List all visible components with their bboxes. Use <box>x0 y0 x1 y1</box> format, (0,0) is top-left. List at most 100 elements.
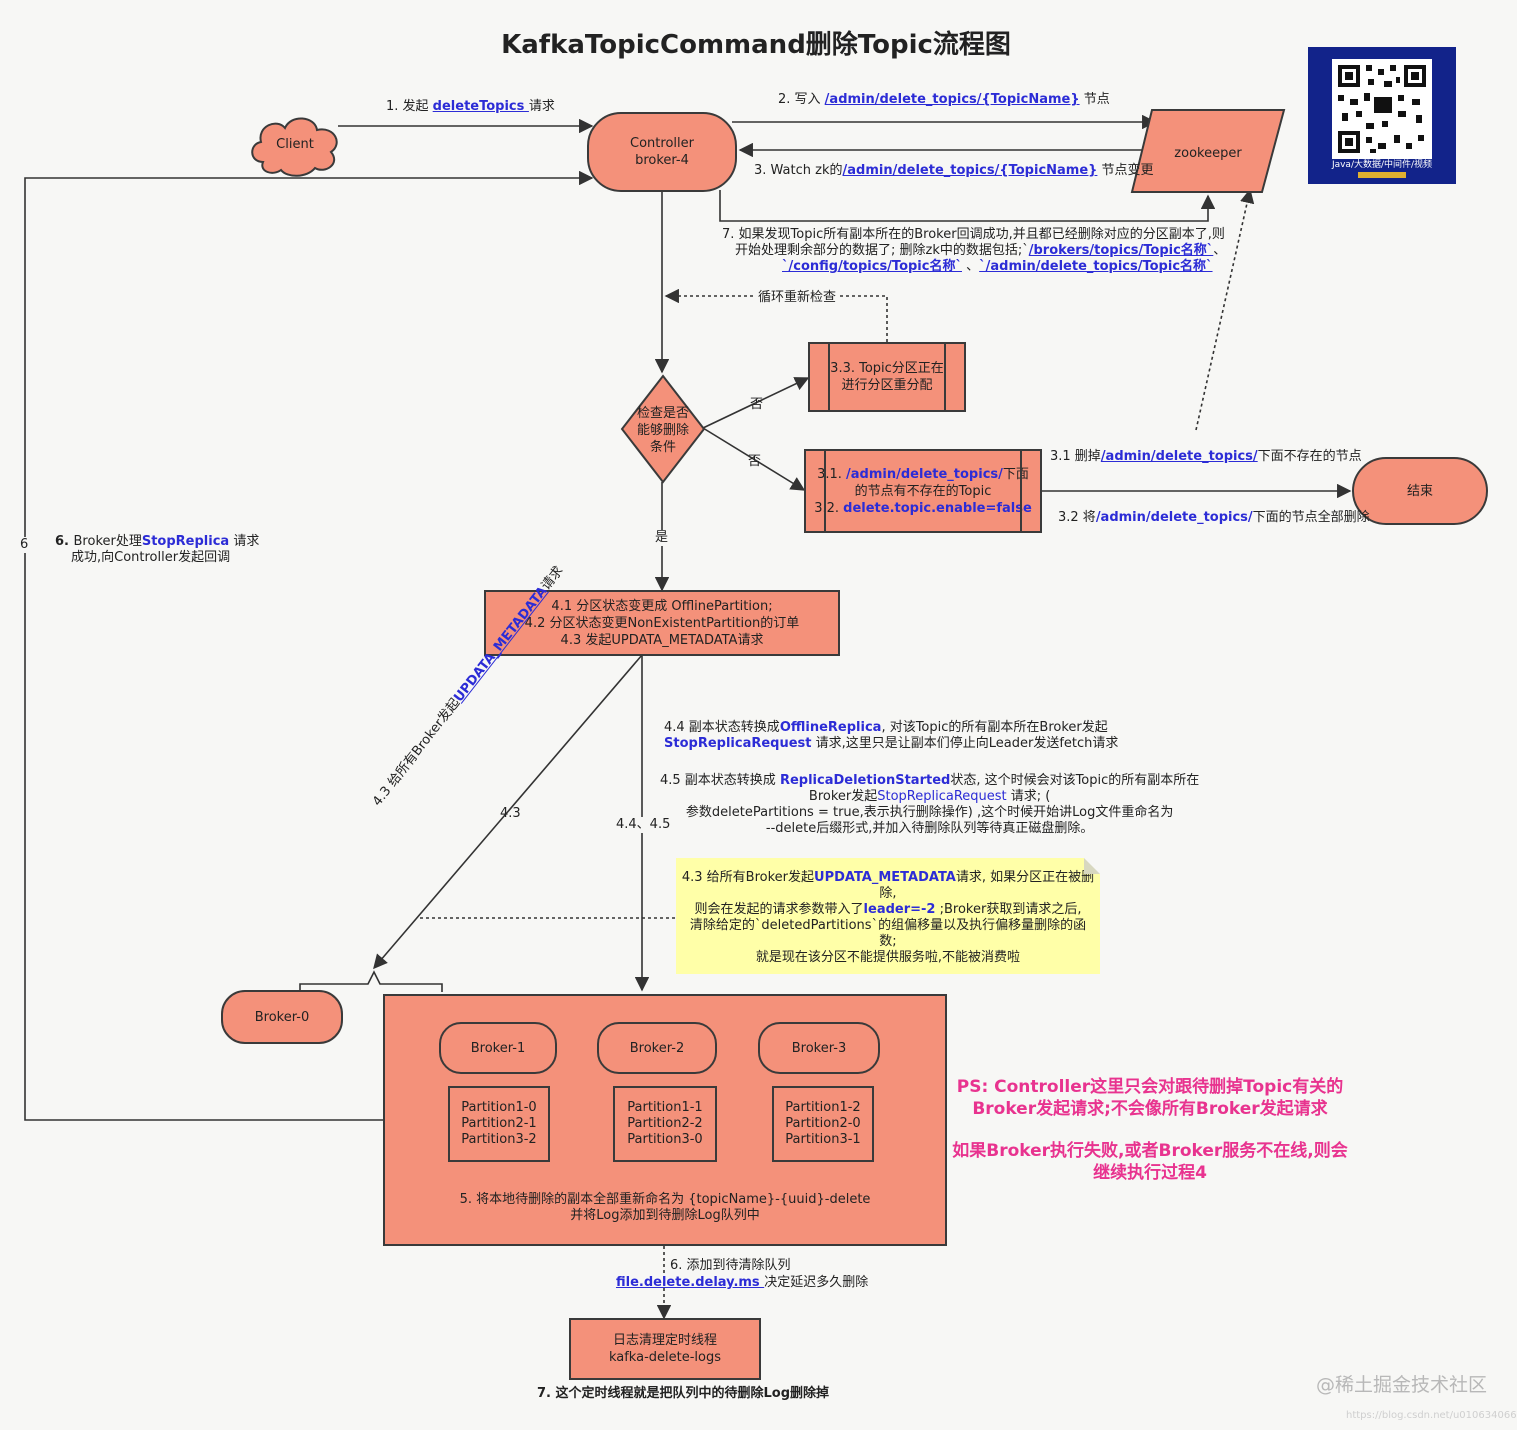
step3-label: 3. Watch zk的/admin/delete_topics/{TopicN… <box>754 163 1154 178</box>
loop-label: 循环重新检查 <box>756 290 839 306</box>
client-cloud-icon <box>251 117 338 177</box>
step6-queue-line-1: 6. 添加到待清除队列 <box>670 1258 791 1273</box>
partition-item: Partition1-1 <box>627 1100 703 1115</box>
noexist-node: 3.1. /admin/delete_topics/下面 的节点有不存在的Top… <box>804 449 1042 533</box>
source-url: https://blog.csdn.net/u010634066 <box>1346 1410 1517 1421</box>
no-label-1: 否 <box>750 397 764 412</box>
step6-queue-label: 6. 添加到待清除队列 file.delete.delay.ms 决定延迟多久删… <box>616 1257 868 1291</box>
reassign-line-2: 进行分区重分配 <box>841 378 933 393</box>
partition-item: Partition3-2 <box>461 1132 537 1147</box>
check-label: 检查是否 能够删除 条件 <box>620 405 706 456</box>
note-line-3: 则会在发起的请求参数带入了leader=-2 ;Broker获取到请求之后, <box>694 902 1082 917</box>
step31-label: 3.1 删掉/admin/delete_topics/下面不存在的节点 <box>1050 449 1362 464</box>
controller-node: Controller broker-4 <box>587 112 737 192</box>
step6-line-2: 成功,向Controller发起回调 <box>71 550 231 565</box>
step2-label: 2. 写入 /admin/delete_topics/{TopicName} 节… <box>778 92 1110 107</box>
broker-2-partitions: Partition1-1 Partition2-2 Partition3-0 <box>613 1086 717 1162</box>
partition-item: Partition2-1 <box>461 1116 537 1131</box>
step44-line-1: 4.4 副本状态转换成OfflineReplica, 对该Topic的所有副本所… <box>664 720 1108 735</box>
watermark: @稀土掘金技术社区 <box>1316 1374 1488 1396</box>
cleaner-line-1: 日志清理定时线程 <box>612 1333 717 1348</box>
controller-line-1: Controller <box>630 136 694 151</box>
ps-note: PS: Controller这里只会对跟待删掉Topic有关的 Broker发起… <box>950 1076 1350 1184</box>
rename-line-2: 并将Log添加到待删除Log队列中 <box>570 1208 760 1223</box>
note-line-6: 就是现在该分区不能提供服务啦,不能被消费啦 <box>755 950 1021 965</box>
ps-line-3: 如果Broker执行失败,或者Broker服务不在线,则会 <box>952 1141 1348 1161</box>
step7-line-2: 开始处理剩余部分的数据了; 删除zk中的数据包括;`/brokers/topic… <box>735 243 1227 258</box>
broker-3-node: Broker-3 <box>758 1022 880 1074</box>
partition-item: Partition3-1 <box>785 1132 861 1147</box>
check-line-2: 能够删除 <box>636 423 689 438</box>
broker-3-partitions: Partition1-2 Partition2-0 Partition3-1 <box>772 1086 874 1162</box>
broker-1-partitions: Partition1-0 Partition2-1 Partition3-2 <box>448 1086 550 1162</box>
broker-1-node: Broker-1 <box>439 1022 557 1074</box>
step6-queue-line-2: file.delete.delay.ms 决定延迟多久删除 <box>616 1275 869 1290</box>
page-title: KafkaTopicCommand删除Topic流程图 <box>501 30 1011 60</box>
reassign-node: 3.3. Topic分区正在 进行分区重分配 <box>808 342 966 412</box>
label-4-3: 4.3 <box>500 806 521 821</box>
note-fold-icon <box>1084 858 1100 874</box>
cleaner-line-2: kafka-delete-logs <box>608 1350 722 1365</box>
broker-2-node: Broker-2 <box>597 1022 717 1074</box>
step45-label: 4.5 副本状态转换成 ReplicaDeletionStarted状态, 这个… <box>660 773 1199 837</box>
six-label: 6 <box>20 537 29 553</box>
step45-line-2: Broker发起StopReplicaRequest 请求; ( <box>808 789 1051 804</box>
step44-line-2: StopReplicaRequest 请求,这里只是让副本们停止向Leader发… <box>664 736 1119 751</box>
reassign-inner-border <box>828 344 946 410</box>
check-line-1: 检查是否 <box>636 406 689 421</box>
offline-partition-node: 4.1 分区状态变更成 OfflinePartition; 4.2 分区状态变更… <box>484 590 840 656</box>
step7-line-3: `/config/topics/Topic名称` 、`/admin/delete… <box>782 259 1213 274</box>
note-line-2: 除, <box>879 886 897 901</box>
partition-item: Partition2-0 <box>785 1116 861 1131</box>
step44-label: 4.4 副本状态转换成OfflineReplica, 对该Topic的所有副本所… <box>664 720 1118 752</box>
qr-code: Java/大数据/中间件/视频 <box>1308 47 1456 184</box>
rename-line-1: 5. 将本地待删除的副本全部重新命名为 {topicName}-{uuid}-d… <box>459 1192 871 1207</box>
noexist-line-1: 3.1. /admin/delete_topics/下面 <box>817 466 1029 482</box>
note-line-5: 数; <box>879 934 897 949</box>
no-label-2: 否 <box>748 454 762 469</box>
zookeeper-label: zookeeper <box>1174 146 1242 161</box>
step45-line-4: --delete后缀形式,并加入待删除队列等待真正磁盘删除。 <box>765 821 1094 836</box>
qr-caption: Java/大数据/中间件/视频 <box>1331 160 1433 170</box>
ps-line-4: 继续执行过程4 <box>1093 1163 1207 1183</box>
offline-line-2: 4.2 分区状态变更NonExistentPartition的订单 <box>524 615 800 631</box>
step45-line-1: 4.5 副本状态转换成 ReplicaDeletionStarted状态, 这个… <box>660 773 1200 788</box>
end-node: 结束 <box>1352 457 1488 525</box>
ps-line-2: Broker发起请求;不会像所有Broker发起请求 <box>972 1099 1328 1119</box>
note-line-4: 清除给定的`deletedPartitions`的组偏移量以及执行偏移量删除的函 <box>689 918 1087 933</box>
step45-line-3: 参数deletePartitions = true,表示执行删除操作) ,这个时… <box>685 805 1174 820</box>
qr-caption-bar <box>1358 172 1406 178</box>
rename-text: 5. 将本地待删除的副本全部重新命名为 {topicName}-{uuid}-d… <box>383 1192 947 1224</box>
qr-pattern-icon <box>1332 59 1432 159</box>
client-label: Client <box>276 137 314 152</box>
check-diamond <box>620 374 706 484</box>
metadata-note: 4.3 给所有Broker发起UPDATA_METADATA请求, 如果分区正在… <box>676 858 1100 974</box>
noexist-line-2: 的节点有不存在的Topic <box>854 483 992 499</box>
note-line-1: 4.3 给所有Broker发起UPDATA_METADATA请求, 如果分区正在… <box>681 870 1095 885</box>
controller-line-2: broker-4 <box>635 153 689 168</box>
partition-item: Partition1-2 <box>785 1100 861 1115</box>
check-line-3: 条件 <box>649 440 676 455</box>
broker-0-node: Broker-0 <box>221 990 343 1044</box>
label-4-4-4-5: 4.4、4.5 <box>616 817 671 833</box>
yes-label: 是 <box>655 530 669 546</box>
step6-callback-label: 6. Broker处理StopReplica 请求 成功,向Controller… <box>55 534 259 566</box>
step7-label: 7. 如果发现Topic所有副本所在的Broker回调成功,并且都已经删除对应的… <box>722 227 1226 275</box>
step32-label: 3.2 将/admin/delete_topics/下面的节点全部删除 <box>1058 510 1370 525</box>
step1-label: 1. 发起 deleteTopics 请求 <box>386 99 555 114</box>
partition-item: Partition3-0 <box>627 1132 703 1147</box>
step7-cleaner-label: 7. 这个定时线程就是把队列中的待删除Log删除掉 <box>537 1386 830 1401</box>
offline-line-1: 4.1 分区状态变更成 OfflinePartition; <box>551 598 773 614</box>
step7-line-1: 7. 如果发现Topic所有副本所在的Broker回调成功,并且都已经删除对应的… <box>722 227 1225 242</box>
reassign-line-1: 3.3. Topic分区正在 <box>830 361 944 376</box>
partition-item: Partition1-0 <box>461 1100 537 1115</box>
step6-line-1: 6. Broker处理StopReplica 请求 <box>55 534 260 549</box>
offline-line-3: 4.3 发起UPDATA_METADATA请求 <box>560 632 764 648</box>
ps-line-1: PS: Controller这里只会对跟待删掉Topic有关的 <box>956 1077 1344 1097</box>
noexist-inner-border <box>824 451 1022 531</box>
cleaner-thread-node: 日志清理定时线程 kafka-delete-logs <box>569 1318 761 1380</box>
noexist-line-3: 3.2. delete.topic.enable=false <box>814 500 1032 516</box>
partition-item: Partition2-2 <box>627 1116 703 1131</box>
zookeeper-shape <box>1130 109 1286 193</box>
